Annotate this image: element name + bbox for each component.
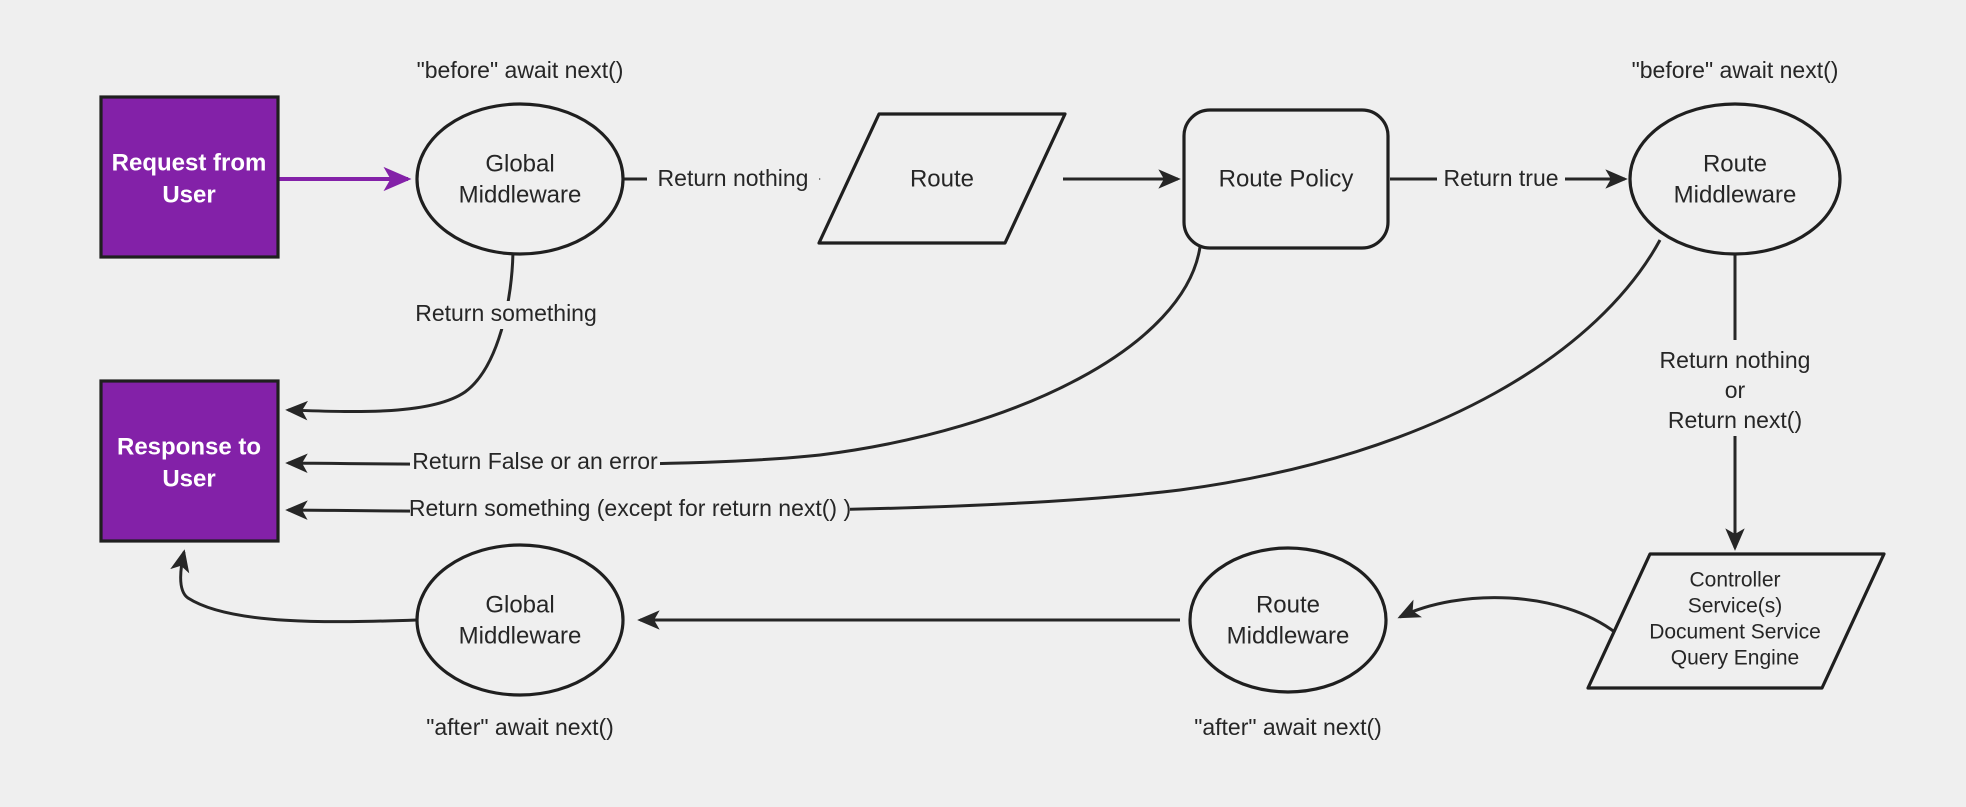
edge-global-middleware-after-to-response: [170, 549, 418, 624]
response-to-user-label-line1: Response to: [117, 433, 261, 460]
global-middleware-before-ellipse: [415, 102, 625, 256]
handler-label-line1: Controller: [1689, 569, 1780, 592]
route-middleware-after-label-line1: Route: [1256, 591, 1320, 618]
node-handler[interactable]: Controller Service(s) Document Service Q…: [1586, 552, 1886, 690]
edge-label-route-mw-to-handler-line1: Return nothing: [1660, 347, 1811, 373]
annotation-before-global-middleware: "before" await next(): [417, 57, 624, 83]
global-middleware-after-ellipse: [415, 543, 625, 697]
request-from-user-label-line2: User: [162, 181, 215, 208]
route-parallelogram: [817, 112, 1067, 245]
node-route-policy[interactable]: Route Policy: [1182, 108, 1390, 250]
route-policy-box: [1182, 108, 1390, 250]
route-middleware-after-ellipse: [1188, 546, 1388, 694]
route-label: Route: [910, 165, 974, 192]
route-middleware-after-label-line2: Middleware: [1227, 622, 1350, 649]
edge-label-route-mw-to-response: Return something (except for return next…: [409, 495, 851, 524]
edge-label-global-to-route: Return nothing: [647, 165, 819, 193]
edge-label-global-to-route-text: Return nothing: [658, 165, 809, 191]
label-bg-route-mw-to-response: [410, 496, 850, 524]
edge-label-policy-to-response-text: Return False or an error: [412, 448, 658, 474]
node-route-middleware-before[interactable]: Route Middleware: [1628, 102, 1842, 256]
route-policy-label: Route Policy: [1219, 165, 1354, 192]
label-bg-policy-to-response: [410, 449, 660, 477]
global-middleware-before-label-line2: Middleware: [459, 181, 582, 208]
route-middleware-before-ellipse: [1628, 102, 1842, 256]
edge-label-policy-to-route-mw-text: Return true: [1443, 165, 1558, 191]
edge-label-route-mw-to-handler: Return nothing or Return next(): [1630, 340, 1842, 436]
label-bg-policy-to-route-mw: [1437, 166, 1565, 193]
route-middleware-before-label-line1: Route: [1703, 150, 1767, 177]
response-to-user-box: [99, 379, 280, 543]
node-global-middleware-before[interactable]: Global Middleware: [415, 102, 625, 256]
node-route-middleware-after[interactable]: Route Middleware: [1188, 546, 1388, 694]
node-global-middleware-after[interactable]: Global Middleware: [415, 543, 625, 697]
edge-label-global-to-response-text: Return something: [415, 300, 597, 326]
response-to-user-label-line2: User: [162, 465, 215, 492]
edge-route-policy-to-response: [285, 246, 1202, 473]
handler-label-line3: Document Service: [1649, 621, 1821, 644]
handler-parallelogram: [1586, 552, 1886, 690]
handler-label-line4: Query Engine: [1671, 647, 1799, 670]
route-middleware-before-label-line2: Middleware: [1674, 181, 1797, 208]
annotation-after-route-middleware: "after" await next(): [1194, 714, 1382, 740]
edge-label-route-mw-to-response-text: Return something (except for return next…: [409, 495, 851, 521]
annotation-after-global-middleware: "after" await next(): [426, 714, 614, 740]
annotation-before-route-middleware: "before" await next(): [1632, 57, 1839, 83]
global-middleware-after-label-line1: Global: [485, 591, 554, 618]
handler-label-line2: Service(s): [1688, 595, 1783, 618]
label-bg-global-to-route: [647, 166, 819, 193]
node-route[interactable]: Route: [817, 112, 1067, 245]
node-request-from-user[interactable]: Request from User: [99, 95, 280, 259]
edge-label-policy-to-route-mw: Return true: [1437, 165, 1565, 193]
label-bg-global-to-response: [411, 301, 601, 329]
edge-global-middleware-to-response: [285, 246, 515, 421]
request-from-user-box: [99, 95, 280, 259]
edge-handler-to-route-middleware-after: [1397, 596, 1617, 635]
edge-label-route-mw-to-handler-line2: or: [1725, 377, 1746, 403]
label-bg-route-mw-to-handler: [1630, 340, 1842, 436]
edge-label-policy-to-response: Return False or an error: [410, 448, 660, 477]
edge-label-route-mw-to-handler-line3: Return next(): [1668, 407, 1802, 433]
edge-label-global-to-response: Return something: [411, 300, 601, 329]
node-response-to-user[interactable]: Response to User: [99, 379, 280, 543]
global-middleware-after-label-line2: Middleware: [459, 622, 582, 649]
global-middleware-before-label-line1: Global: [485, 150, 554, 177]
request-from-user-label-line1: Request from: [112, 149, 267, 176]
